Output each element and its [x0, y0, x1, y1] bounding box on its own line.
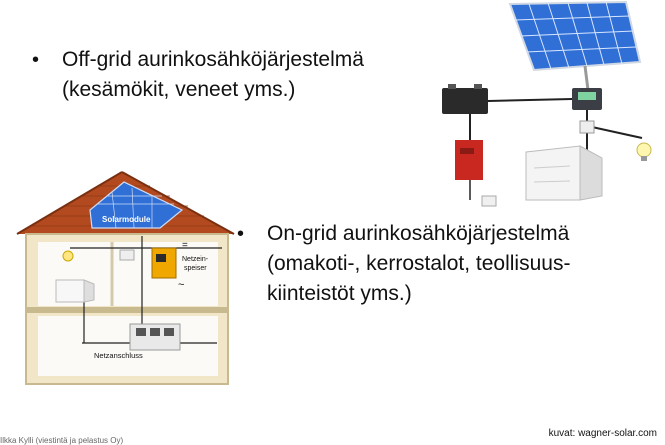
offgrid-title: Off-grid aurinkosähköjärjestelmä — [62, 48, 364, 71]
bullet-ongrid: • On-grid aurinkosähköjärjestelmä (omako… — [237, 219, 571, 309]
battery-icon — [442, 84, 488, 114]
image-credit: kuvat: wagner-solar.com — [548, 428, 657, 439]
solar-panel-icon — [89, 181, 184, 229]
solar-panel-icon — [508, 0, 642, 91]
charge-controller-icon — [572, 88, 602, 110]
bullet-dot: • — [32, 49, 40, 71]
bullet-offgrid: • Off-grid aurinkosähköjärjestelmä (kesä… — [32, 45, 364, 105]
light-bulb-icon — [636, 142, 652, 161]
lamp-icon — [62, 250, 74, 262]
ac-symbol: ~ — [178, 279, 184, 291]
offgrid-diagram — [442, 0, 652, 207]
meter-icon — [119, 249, 135, 261]
footer-left-text: Ilkka Kylli (viestintä ja pelastus Oy) — [0, 436, 124, 445]
netzanschluss-label: Netzanschluss — [94, 351, 143, 360]
inverter-icon — [455, 140, 483, 180]
socket-icon — [481, 195, 497, 207]
netzeinspeiser-label-2: speiser — [184, 265, 207, 272]
meter-cabinet-icon — [129, 323, 181, 351]
solarmodule-label: Solarmodule — [102, 215, 151, 224]
junction-box-icon — [579, 120, 595, 134]
offgrid-subtitle: (kesämökit, veneet yms.) — [62, 78, 296, 101]
ongrid-subtitle-1: (omakoti-, kerrostalot, teollisuus- — [267, 252, 571, 275]
dc-symbol: = — [182, 240, 188, 251]
netzeinspeiser-label: Netzein- — [182, 256, 209, 263]
ongrid-subtitle-2: kiinteistöt yms.) — [267, 282, 412, 305]
inverter-icon — [151, 247, 177, 279]
fridge-icon — [55, 279, 95, 303]
bullet-dot: • — [237, 223, 245, 245]
ongrid-title: On-grid aurinkosähköjärjestelmä — [267, 222, 570, 245]
fridge-icon — [525, 145, 603, 201]
house-diagram: Solarmodule = Netzein- speiser ~ Netzans… — [16, 171, 235, 385]
